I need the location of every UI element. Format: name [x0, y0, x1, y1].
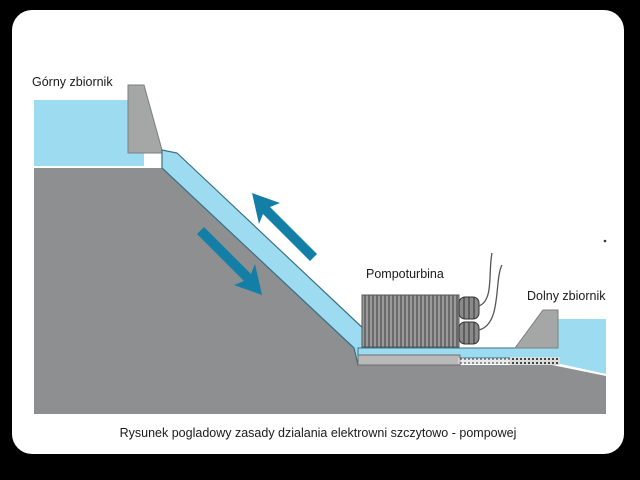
- pump-turbine-label: Pompoturbina: [366, 267, 444, 281]
- upper-reservoir-label: Górny zbiornik: [32, 75, 113, 89]
- diagram-panel: Górny zbiornik Pompoturbina Dolny zbiorn…: [12, 10, 624, 454]
- pump-turbine-unit: [361, 294, 460, 348]
- ground: [34, 168, 606, 414]
- lower-reservoir-water: [552, 319, 606, 374]
- lower-dam-gravel: [510, 357, 560, 365]
- power-cable: [478, 252, 493, 307]
- pumped-storage-diagram: Górny zbiornik Pompoturbina Dolny zbiorn…: [32, 75, 607, 440]
- lower-dam: [514, 309, 559, 349]
- power-cable: [478, 264, 503, 331]
- arrow-up-left-icon: [252, 193, 317, 261]
- generator-coils: [458, 296, 480, 345]
- powerhouse-base: [357, 354, 461, 366]
- upper-reservoir-water: [34, 100, 144, 166]
- upper-dam: [127, 84, 163, 154]
- pipe-gravel: [458, 358, 512, 364]
- marker-dot: [603, 239, 607, 243]
- arrow-down-right-icon: [197, 227, 262, 295]
- lower-reservoir-label: Dolny zbiornik: [527, 289, 606, 303]
- diagram-caption: Rysunek pogladowy zasady dzialania elekt…: [120, 426, 517, 440]
